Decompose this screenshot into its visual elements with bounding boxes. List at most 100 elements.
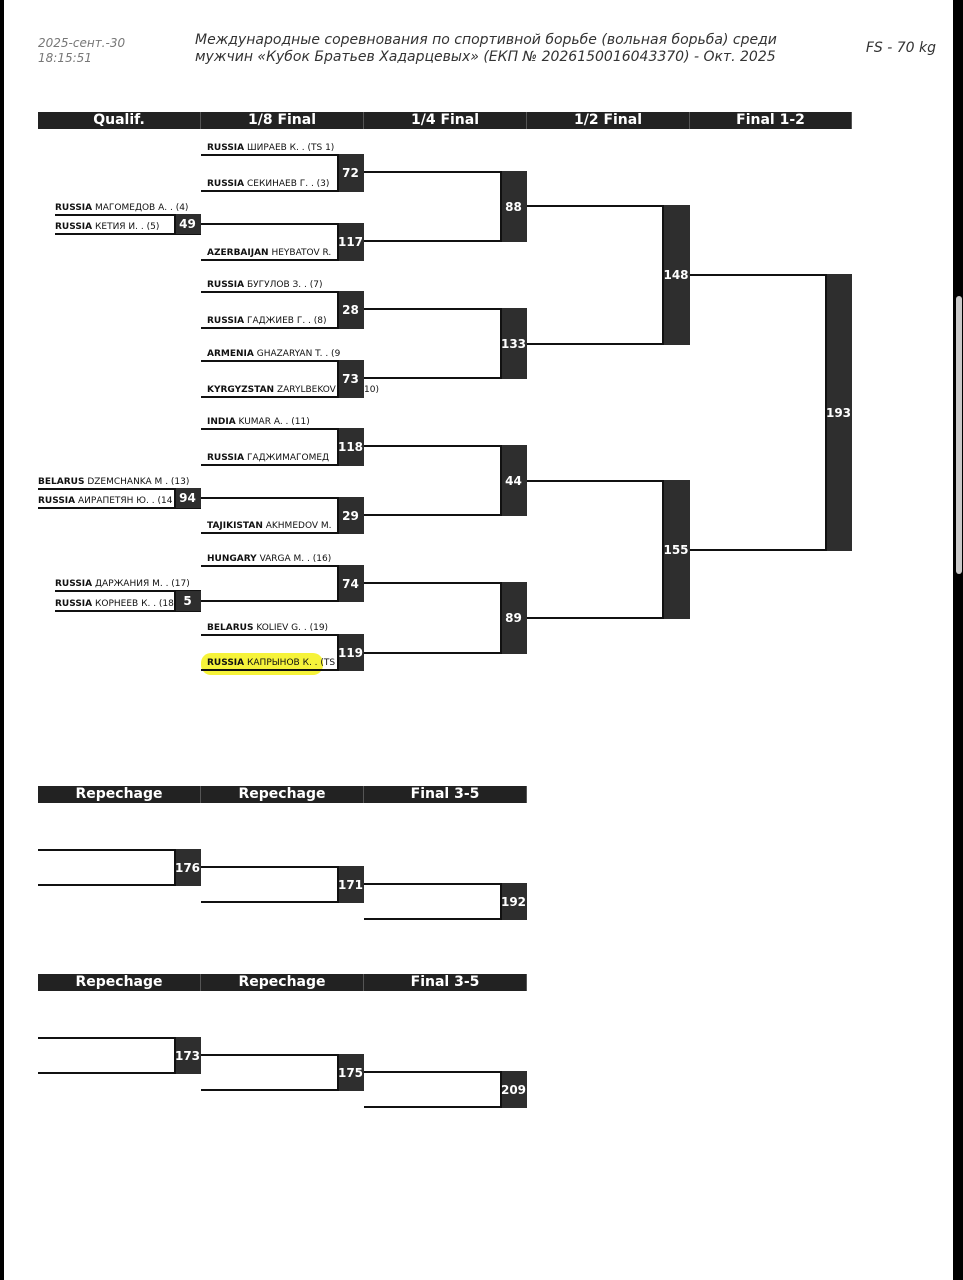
line [364,445,527,447]
bout-176[interactable]: 176 [174,849,201,886]
line [201,600,364,602]
entry-kumar: INDIA KUMAR A. . (11) [207,417,310,427]
line [364,1106,527,1108]
print-date: 2025-сент.-30 18:15:51 [38,36,126,65]
entry-gadzhimagomed: RUSSIA ГАДЖИМАГОМЕД [207,453,330,463]
line [364,1071,527,1073]
line [201,464,364,466]
line [201,1054,364,1056]
vertical-scrollbar[interactable] [956,296,962,574]
line [38,849,201,851]
line [201,259,364,261]
bracket-sheet: { "header": { "date": "2025-сент.-30\n18… [4,0,953,1280]
entry-koliev: BELARUS KOLIEV G. . (19) [207,623,329,633]
col-1-2-final: 1/2 Final [527,112,690,129]
rep2-col-2: Repechage [201,974,364,991]
bout-155[interactable]: 155 [662,480,690,619]
bout-89[interactable]: 89 [500,582,527,654]
weight-category: FS - 70 kg [865,40,936,56]
bout-133[interactable]: 133 [500,308,527,379]
rep1-col-1: Repechage [38,786,201,803]
bout-193[interactable]: 193 [825,274,852,551]
col-1-8-final: 1/8 Final [201,112,364,129]
line [364,171,527,173]
rep2-col-1: Repechage [38,974,201,991]
line [201,497,364,499]
line [527,480,690,482]
bout-94[interactable]: 94 [174,488,201,508]
bout-5[interactable]: 5 [174,591,201,611]
line [201,634,364,636]
line [201,532,364,534]
line [201,669,364,671]
col-1-4-final: 1/4 Final [364,112,527,129]
rep2-col-3: Final 3-5 [364,974,527,991]
entry-zarylbekov-seed: 10) [364,385,379,395]
line [364,582,527,584]
col-final-1-2: Final 1-2 [690,112,852,129]
line [201,565,364,567]
bout-192[interactable]: 192 [500,883,527,920]
line [55,233,201,235]
entry-heybatov: AZERBAIJAN HEYBATOV R. [207,248,332,258]
line [201,360,364,362]
bout-175[interactable]: 175 [337,1054,364,1091]
entry-ayrapetyan: RUSSIA АЙРАПЕТЯН Ю. . (14 [38,496,173,506]
line [690,274,852,276]
bout-209[interactable]: 209 [500,1071,527,1108]
line [201,327,364,329]
line [527,205,690,207]
entry-shiraev: RUSSIA ШИРАЕВ К. . (TS 1) [207,143,335,153]
line [201,291,364,293]
bout-49[interactable]: 49 [174,214,201,234]
entry-zarylbekov: KYRGYZSTAN ZARYLBEKOV [207,385,336,395]
bout-88[interactable]: 88 [500,171,527,242]
col-qualif: Qualif. [38,112,201,129]
bout-148[interactable]: 148 [662,205,690,345]
line [38,488,201,490]
entry-ghazaryan: ARMENIA GHAZARYAN T. . (9) [207,349,340,359]
line [38,507,201,509]
line [364,377,527,379]
entry-varga: HUNGARY VARGA M. . (16) [207,554,332,564]
line [38,884,201,886]
entry-dzemchanka: BELARUS DZEMCHANKA M . (13) [38,477,190,487]
line [364,652,527,654]
bout-28[interactable]: 28 [337,291,364,329]
entry-gadzhiev: RUSSIA ГАДЖИЕВ Г. . (8) [207,316,327,326]
line [201,396,364,398]
line [690,549,852,551]
entry-korneev: RUSSIA КОРНЕЕВ К. . (18 [55,599,174,609]
event-title: Международные соревнования по спортивной… [195,32,777,65]
line [201,866,364,868]
line [55,590,201,592]
entry-sekinaev: RUSSIA СЕКИНАЕВ Г. . (3) [207,179,330,189]
line [55,214,201,216]
entry-akhmedov: TAJIKISTAN AKHMEDOV M. [207,521,332,531]
bout-73[interactable]: 73 [337,360,364,398]
entry-magomedov: RUSSIA МАГОМЕДОВ А. . (4) [55,203,189,213]
line [201,154,364,156]
bout-72[interactable]: 72 [337,154,364,192]
bout-118[interactable]: 118 [337,428,364,466]
line [38,1037,201,1039]
bout-173[interactable]: 173 [174,1037,201,1074]
bout-74[interactable]: 74 [337,565,364,602]
line [364,240,527,242]
rep1-col-3: Final 3-5 [364,786,527,803]
entry-kaprynov: RUSSIA КАПРЫНОВ К. . (TS [207,658,336,668]
line [364,514,527,516]
line [201,223,364,225]
entry-ketiya: RUSSIA КЕТИЯ И. . (5) [55,222,160,232]
rep1-col-2: Repechage [201,786,364,803]
bout-119[interactable]: 119 [337,634,364,671]
line [201,901,364,903]
line [527,617,690,619]
bout-171[interactable]: 171 [337,866,364,903]
bout-44[interactable]: 44 [500,445,527,516]
line [364,883,527,885]
bout-117[interactable]: 117 [337,223,364,261]
bout-29[interactable]: 29 [337,497,364,534]
line [38,1072,201,1074]
entry-bugulov: RUSSIA БУГУЛОВ З. . (7) [207,280,323,290]
